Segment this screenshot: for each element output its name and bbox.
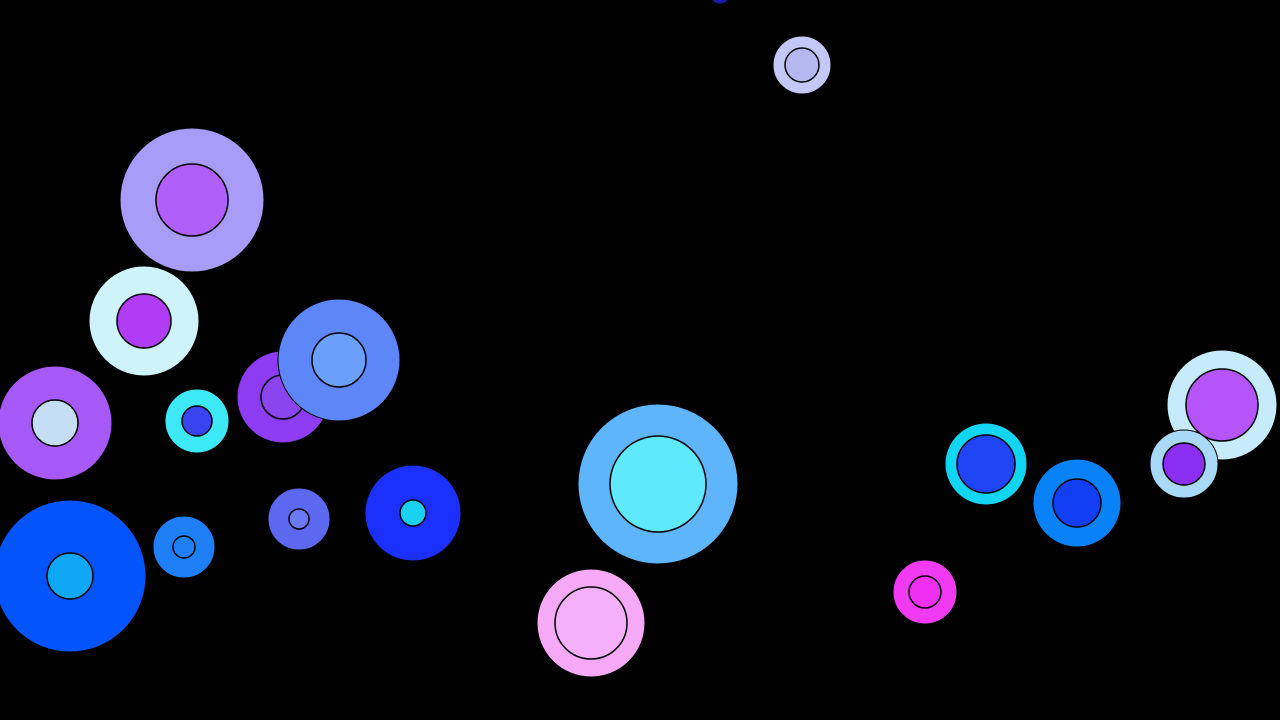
bubble-inner-core bbox=[172, 535, 196, 559]
bubble bbox=[772, 35, 832, 95]
bubble-inner-core bbox=[181, 405, 213, 437]
bubble bbox=[0, 499, 147, 653]
bubble bbox=[1149, 429, 1219, 499]
bubble bbox=[944, 422, 1028, 506]
bubble bbox=[364, 464, 462, 562]
bubble-inner-core bbox=[311, 332, 367, 388]
bubble-inner-core bbox=[399, 499, 427, 527]
bubble-inner-core bbox=[1185, 368, 1259, 442]
bubble bbox=[88, 265, 200, 377]
bubble-inner-core bbox=[1162, 442, 1206, 486]
bubble bbox=[267, 487, 331, 551]
bubble-inner-core bbox=[288, 508, 310, 530]
bubble bbox=[577, 403, 739, 565]
bubble-inner-core bbox=[1052, 478, 1102, 528]
bubble-inner-core bbox=[116, 293, 172, 349]
bubble bbox=[536, 568, 646, 678]
bubble-inner-core bbox=[908, 575, 942, 609]
bubble-inner-core bbox=[554, 586, 628, 660]
bubble bbox=[0, 365, 113, 481]
bubble bbox=[277, 298, 401, 422]
bubble-inner-core bbox=[155, 163, 229, 237]
bubble-inner-core bbox=[609, 435, 707, 533]
bubble-inner-core bbox=[31, 399, 79, 447]
bubble-outer-ring bbox=[711, 0, 729, 5]
bubble bbox=[164, 388, 230, 454]
bubble bbox=[119, 127, 265, 273]
bubble bbox=[892, 559, 958, 625]
bubble-inner-core bbox=[46, 552, 94, 600]
bubble bbox=[711, 0, 729, 5]
bubble-inner-core bbox=[956, 434, 1016, 494]
bubble-layer bbox=[0, 0, 1278, 678]
bubble bbox=[1032, 458, 1122, 548]
bubble-inner-core bbox=[784, 47, 820, 83]
bubble bbox=[152, 515, 216, 579]
